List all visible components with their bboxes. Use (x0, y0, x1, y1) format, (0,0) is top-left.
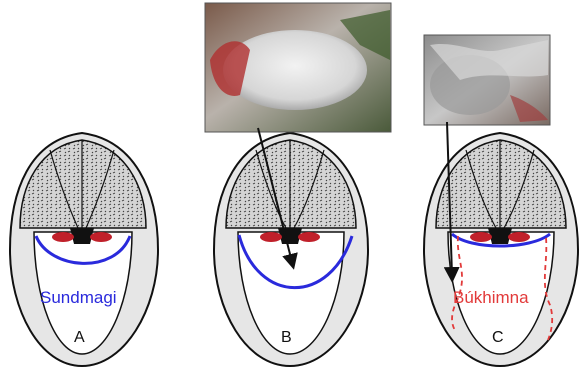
swim-bladder-label: Sundmagi (40, 288, 117, 307)
cross-section-a: Sundmagi A (10, 133, 158, 366)
cross-section-b: B (214, 133, 368, 366)
panel-label-a: A (74, 329, 85, 346)
panel-label-b: B (281, 329, 292, 346)
panel-label-c: C (492, 329, 504, 346)
cross-section-c: Búkhimna C (424, 133, 578, 366)
body-cavity-lining-label: Búkhimna (453, 288, 529, 307)
